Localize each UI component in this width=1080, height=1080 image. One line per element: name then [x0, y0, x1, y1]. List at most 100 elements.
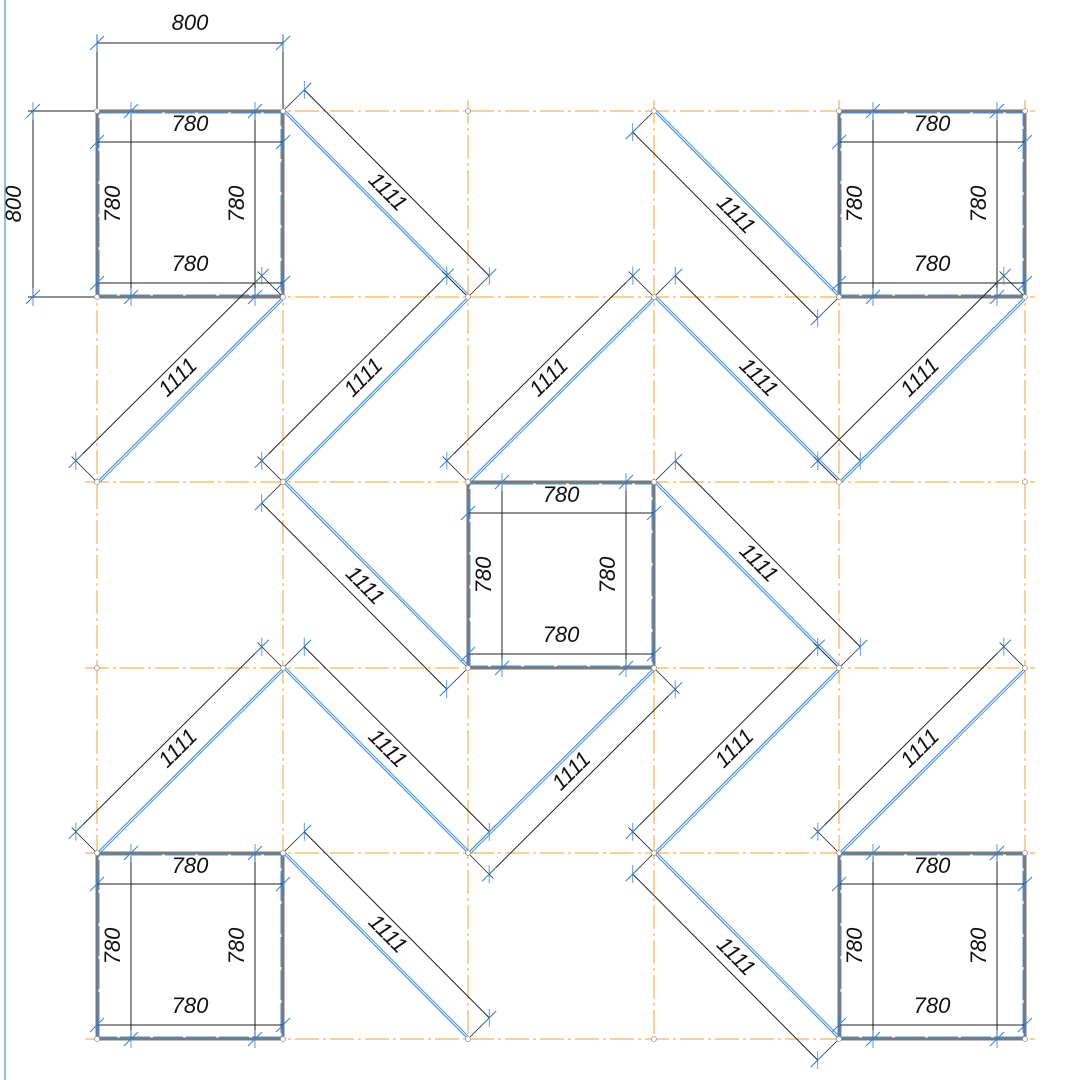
- dimension-label-780: 780: [914, 251, 951, 276]
- dimension-line-diagonal: [488, 688, 676, 875]
- diagonal-panel: [653, 296, 840, 483]
- grid-node: [280, 108, 286, 114]
- dimension-label-1111: 1111: [710, 724, 759, 773]
- extension-line: [467, 852, 494, 879]
- diagonal-panel: [282, 667, 469, 854]
- extension-line: [813, 456, 840, 483]
- diagonal-panel: [653, 852, 840, 1040]
- grid-node: [836, 1036, 842, 1042]
- extension-line: [442, 271, 469, 298]
- dimension-line-diagonal: [75, 646, 263, 833]
- extension-line: [999, 271, 1026, 298]
- dimension-label-1111: 1111: [735, 538, 784, 587]
- extension-line: [257, 271, 284, 298]
- diagonal-panel-edge: [285, 667, 469, 851]
- diagonal-panel-edge: [470, 299, 655, 483]
- dimension-line-diagonal: [261, 275, 448, 462]
- extension-line: [813, 642, 840, 669]
- dimension-label-780: 780: [172, 111, 209, 136]
- diagonal-panel-edge: [656, 296, 840, 480]
- square-panel-inner: [840, 854, 1024, 1038]
- dimension-label-1111: 1111: [895, 353, 944, 402]
- dimension-label-780: 780: [914, 853, 951, 878]
- diagonal-panel: [282, 296, 469, 483]
- dimension-label-1111: 1111: [524, 353, 573, 402]
- grid-node: [94, 108, 100, 114]
- square-panel-outline: [837, 851, 1027, 1041]
- dimension-label-780: 780: [842, 927, 867, 964]
- dimension-label-1111: 1111: [712, 190, 761, 239]
- dimension-label-1111: 1111: [712, 932, 761, 981]
- dimension-label-1111: 1111: [339, 353, 388, 402]
- grid-node: [1022, 850, 1028, 856]
- grid-node: [465, 665, 471, 671]
- dimension-line-diagonal: [632, 131, 819, 319]
- diagonal-panel: [838, 667, 1026, 854]
- grid-node: [1022, 294, 1028, 300]
- extension-line: [71, 827, 98, 854]
- extension-line: [257, 642, 284, 669]
- diagonal-panel: [96, 296, 284, 483]
- dimension-label-800: 800: [1, 185, 26, 222]
- dimension-line-diagonal: [817, 646, 1005, 833]
- diagonal-panel-edge: [656, 670, 840, 854]
- dimension-label-1111: 1111: [364, 724, 413, 773]
- dimension-label-1111: 1111: [895, 724, 944, 773]
- grid-node: [94, 294, 100, 300]
- diagonal-panel-edge: [841, 670, 1026, 854]
- dimension-label-780: 780: [172, 853, 209, 878]
- square-panel-inner: [98, 112, 282, 296]
- diagonal-panel-edge: [285, 110, 469, 295]
- dimension-label-1111: 1111: [153, 353, 202, 402]
- dimension-line-diagonal: [674, 275, 861, 462]
- dimension-label-780: 780: [100, 927, 125, 964]
- dimension-line-diagonal: [674, 460, 861, 648]
- diagonal-panel: [467, 296, 655, 483]
- diagonal-panel-edge: [285, 481, 469, 666]
- extension-line: [442, 456, 469, 483]
- square-panel-outline: [466, 480, 656, 670]
- grid-node: [836, 665, 842, 671]
- diagonal-panel: [96, 667, 284, 854]
- dimension-line-diagonal: [303, 89, 490, 277]
- diagonal-panel-edge: [99, 299, 284, 483]
- dimension-label-780: 780: [543, 622, 580, 647]
- dimension-line-diagonal: [261, 502, 448, 690]
- grid-node: [836, 850, 842, 856]
- diagonal-panel: [653, 481, 840, 669]
- extension-line: [653, 667, 680, 694]
- dimension-label-780: 780: [471, 556, 496, 593]
- grid-node: [651, 479, 657, 485]
- extension-line: [813, 827, 840, 854]
- dimension-label-780: 780: [172, 993, 209, 1018]
- grid-node: [94, 479, 100, 485]
- extension-line: [628, 271, 655, 298]
- diagonal-panel: [282, 110, 469, 298]
- grid-node: [465, 108, 471, 114]
- dimension-label-780: 780: [100, 185, 125, 222]
- grid-node: [94, 1036, 100, 1042]
- grid-node: [280, 665, 286, 671]
- grid-node: [465, 479, 471, 485]
- dimension-label-780: 780: [224, 185, 249, 222]
- dimension-label-780: 780: [914, 111, 951, 136]
- diagonal-panel: [838, 296, 1026, 483]
- dimension-line-diagonal: [632, 873, 819, 1061]
- dimension-label-1111: 1111: [153, 724, 202, 773]
- dimension-label-780: 780: [842, 185, 867, 222]
- square-panel-inner: [98, 854, 282, 1038]
- square-panel-outline: [95, 109, 285, 299]
- grid-node: [651, 665, 657, 671]
- dimension-label-800: 800: [172, 10, 209, 35]
- dimension-label-780: 780: [595, 556, 620, 593]
- diagonal-panel: [467, 667, 655, 854]
- square-panel-outline: [837, 109, 1027, 299]
- dimension-label-780: 780: [172, 251, 209, 276]
- diagonal-panel-edge: [841, 299, 1026, 483]
- diagonal-panel: [282, 852, 469, 1040]
- grid-node: [1022, 479, 1028, 485]
- dimension-label-1111: 1111: [341, 561, 390, 610]
- dimension-line-diagonal: [303, 831, 490, 1019]
